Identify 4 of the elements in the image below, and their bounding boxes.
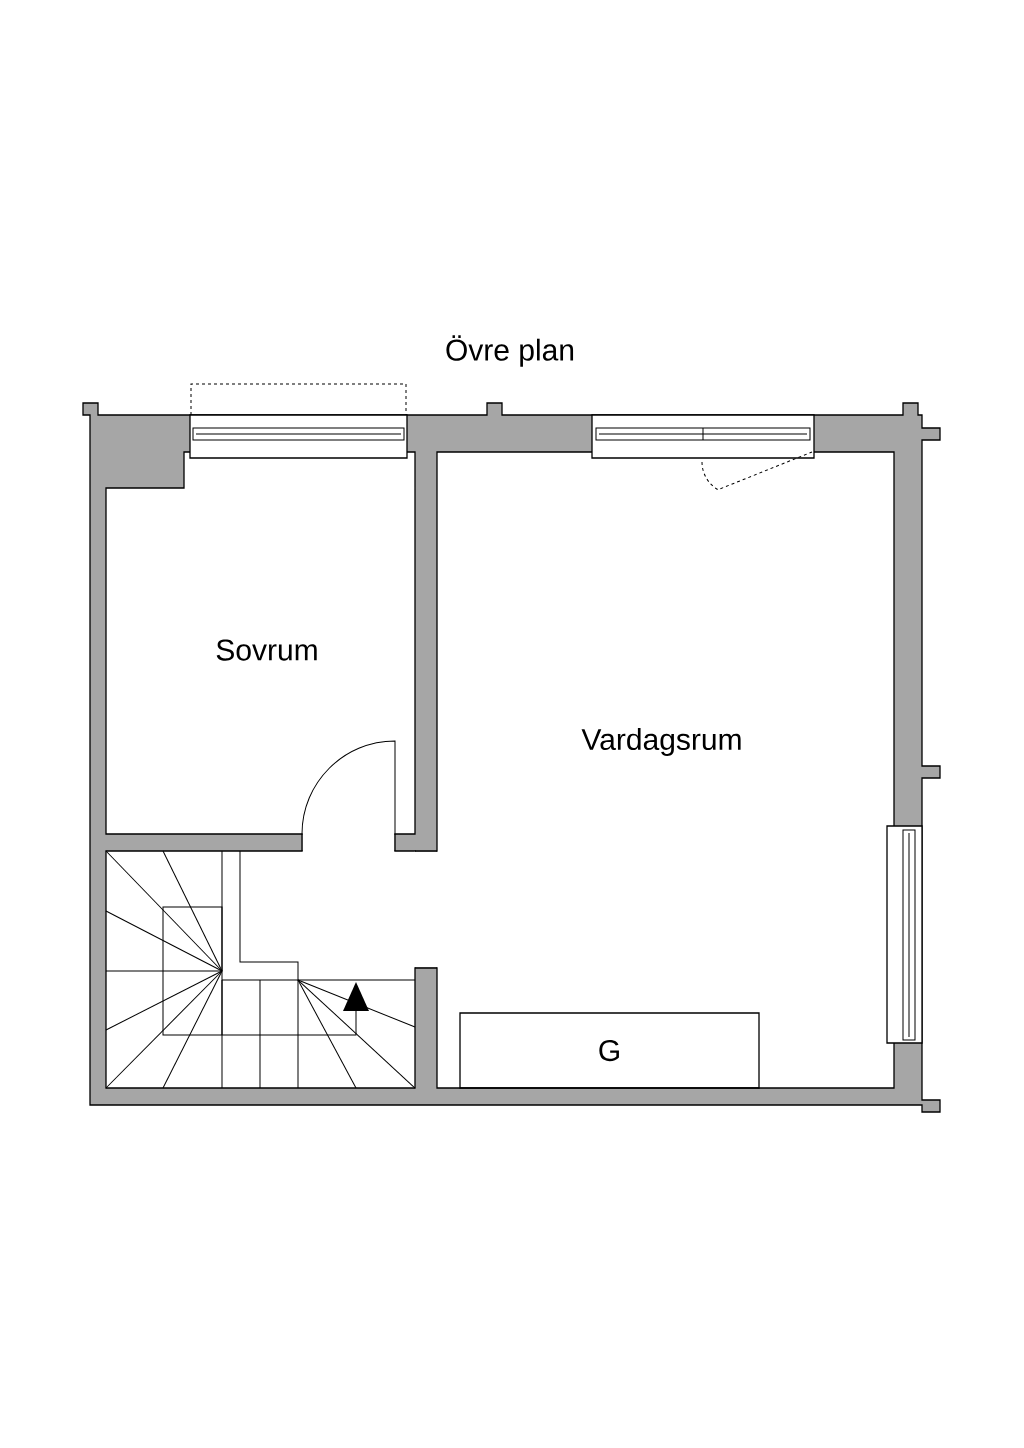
room-label: Sovrum — [216, 639, 317, 661]
room-label: Vardagsrum — [581, 728, 741, 756]
title: Övre plan — [446, 335, 574, 367]
storage-box: G — [459, 1012, 760, 1089]
